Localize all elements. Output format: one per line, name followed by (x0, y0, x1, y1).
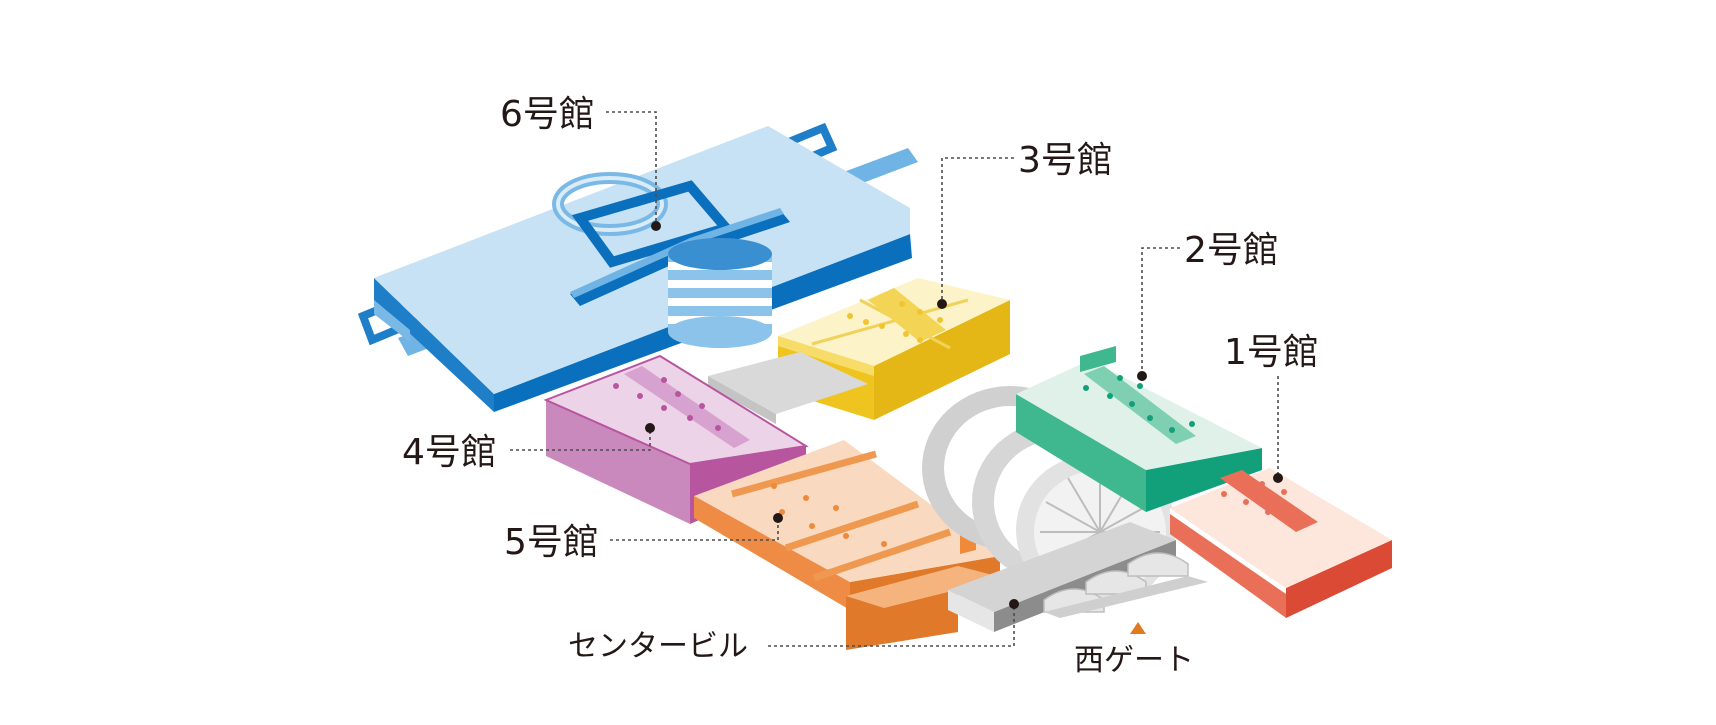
leader-2 (1137, 247, 1180, 381)
hall-5-building[interactable] (694, 440, 1004, 650)
label-hall-4[interactable]: 4号館 (402, 432, 497, 473)
label-hall-1[interactable]: 1号館 (1224, 332, 1319, 373)
center-building[interactable] (948, 522, 1208, 632)
west-gate-marker (1130, 622, 1146, 634)
label-center-building[interactable]: センタービル (568, 629, 748, 664)
label-hall-5[interactable]: 5号館 (504, 522, 599, 563)
leader-5 (610, 513, 783, 541)
leader-1 (1273, 376, 1283, 483)
hall-2-building[interactable] (1016, 346, 1262, 512)
hall-6-building[interactable] (357, 122, 918, 412)
hall-1-building[interactable] (1170, 468, 1392, 618)
walkway (708, 352, 868, 414)
label-west-gate[interactable]: 西ゲート (1074, 643, 1194, 678)
label-hall-6[interactable]: 6号館 (500, 94, 595, 135)
leader-3 (937, 157, 1014, 309)
label-hall-2[interactable]: 2号館 (1184, 230, 1279, 271)
leader-center (768, 599, 1019, 647)
leader-4 (510, 423, 655, 451)
leader-6 (606, 111, 661, 231)
label-hall-3[interactable]: 3号館 (1018, 140, 1113, 181)
